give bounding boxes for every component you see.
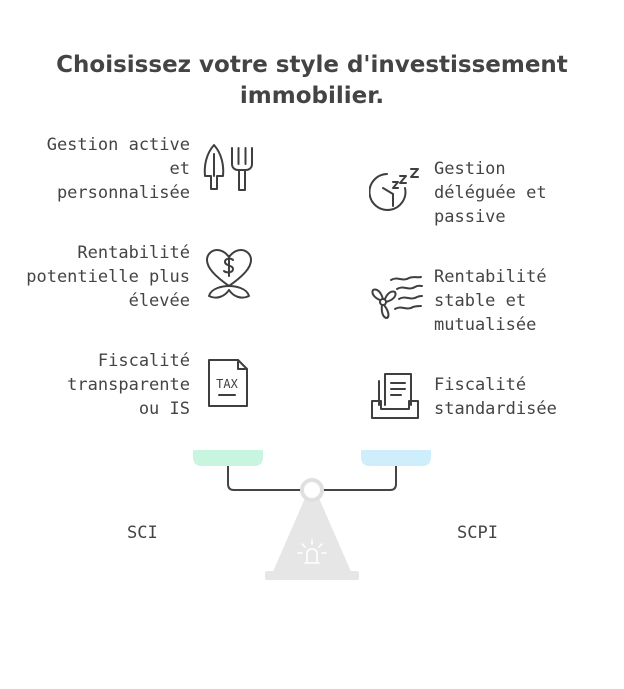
left-item-active-management: Gestion active et personnalisée	[47, 133, 190, 205]
item-line: Fiscalité	[97, 351, 190, 371]
item-line: Rentabilité	[77, 243, 190, 263]
item-line: standardisée	[434, 399, 557, 419]
money-heart-plant-icon	[203, 248, 255, 302]
item-line: Gestion active	[46, 135, 190, 155]
scale-stand	[272, 498, 352, 574]
garden-tools-icon	[200, 142, 256, 194]
scpi-label: SCPI	[457, 523, 498, 543]
item-line: potentielle plus	[26, 267, 190, 287]
right-item-stable-return: Rentabilité stable et mutualisée	[434, 265, 547, 337]
sci-label: SCI	[127, 523, 158, 543]
item-line: stable et	[434, 291, 527, 311]
item-line: Rentabilité	[434, 267, 547, 287]
lightbulb-icon	[297, 539, 327, 564]
tax-document-icon: TAX	[206, 358, 252, 410]
title-line-2: immobilier.	[239, 83, 385, 109]
title-line-1: Choisissez votre style d'investissement	[56, 52, 568, 78]
document-tray-icon	[369, 371, 423, 421]
diagram-title: Choisissez votre style d'investissement …	[0, 50, 624, 112]
item-line: Fiscalité	[434, 375, 527, 395]
left-item-higher-return: Rentabilité potentielle plus élevée	[26, 241, 190, 313]
sleeping-clock-icon	[369, 166, 425, 218]
item-line: déléguée et	[434, 183, 547, 203]
right-item-delegated-management: Gestion déléguée et passive	[434, 157, 547, 229]
item-line: transparente	[67, 375, 190, 395]
balance-scale	[193, 450, 431, 580]
item-line: passive	[434, 207, 506, 227]
item-line: et	[169, 159, 190, 179]
item-line: Gestion	[434, 159, 506, 179]
item-line: élevée	[128, 291, 190, 311]
left-pan	[193, 450, 263, 466]
item-line: ou IS	[138, 399, 190, 419]
svg-text:TAX: TAX	[216, 377, 238, 391]
item-line: mutualisée	[434, 315, 537, 335]
right-pan	[361, 450, 431, 466]
right-item-standard-taxation: Fiscalité standardisée	[434, 373, 557, 421]
left-item-taxation: Fiscalité transparente ou IS	[67, 349, 190, 421]
scale-pivot	[300, 478, 324, 502]
item-line: personnalisée	[56, 183, 190, 203]
scale-base	[265, 571, 359, 580]
fan-breeze-icon	[369, 272, 425, 326]
